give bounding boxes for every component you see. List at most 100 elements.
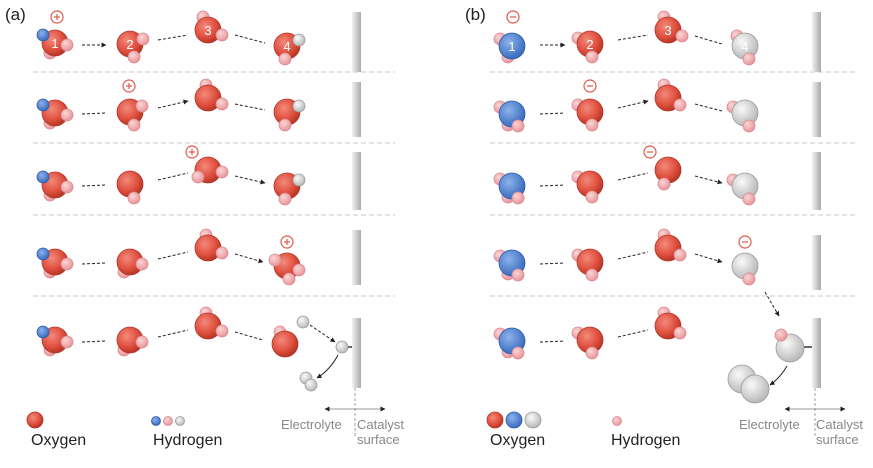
charge-marker (506, 10, 520, 24)
water-molecule (36, 98, 74, 130)
water-molecule (116, 98, 149, 132)
water-molecule: 2 (116, 30, 150, 64)
catalyst-line1-b: Catalyst (816, 417, 863, 432)
legend-hydrogen-label-a: Hydrogen (153, 432, 223, 449)
catalyst-wall (352, 152, 361, 210)
hydrogen-atom (215, 246, 229, 260)
water-molecule (194, 78, 229, 112)
gray-atom (740, 374, 770, 404)
transfer-arrow (234, 175, 266, 185)
water-molecule (116, 326, 149, 357)
legend-hydrogen-label-b: Hydrogen (611, 432, 681, 449)
blue-atom (505, 411, 523, 429)
water-molecule (654, 306, 687, 340)
catalyst-label-b: Catalyst surface (816, 417, 863, 447)
water-molecule: 1 (36, 28, 74, 60)
water-molecule (273, 98, 306, 132)
transfer-arrow (694, 175, 723, 185)
catalyst-wall (352, 230, 361, 285)
catalyst-wall (812, 82, 821, 137)
hydrogen-atom (612, 416, 622, 426)
hydrogen-atom (511, 268, 525, 282)
charge-marker (280, 235, 294, 249)
hydrogen-bond (617, 34, 649, 41)
legend (26, 411, 622, 429)
water-molecule (36, 170, 74, 202)
water-molecule: 2 (571, 30, 604, 64)
legend-oxygen-label-a: Oxygen (31, 432, 87, 449)
charge-marker (122, 79, 136, 93)
gray-atom (524, 411, 542, 429)
hydrogen-bond (539, 262, 566, 265)
catalyst-wall (812, 235, 821, 290)
hydrogen-atom (136, 32, 150, 46)
catalyst-wall (352, 12, 361, 72)
hydrogen-bond (157, 251, 189, 260)
gray-atom (292, 99, 306, 113)
water-molecule: 3 (654, 10, 689, 44)
water-molecule (273, 172, 306, 206)
hydrogen-atom (585, 190, 599, 204)
molecule-number: 2 (126, 37, 133, 52)
molecule-number: 3 (664, 23, 671, 38)
charge-marker (185, 145, 199, 159)
blue-atom (498, 32, 526, 60)
electrolyte-label-a: Electrolyte (281, 417, 342, 432)
hydrogen-atom (585, 346, 599, 360)
water-molecule (191, 156, 229, 184)
water-molecule (571, 248, 604, 282)
hydrogen-atom (742, 192, 756, 206)
transfer-arrow (617, 99, 649, 109)
hydrogen-bond (157, 34, 189, 41)
hydrogen-bond (539, 112, 566, 115)
water-molecule (268, 252, 306, 286)
catalyst-wall (352, 82, 361, 137)
hydrogen-atom (511, 119, 525, 133)
legend-oxygen-label-b: Oxygen (490, 432, 546, 449)
transfer-arrow (234, 253, 264, 264)
gray-atom (335, 340, 349, 354)
catalyst-line2-b: surface (816, 432, 859, 447)
water-molecule (493, 172, 526, 205)
blue-atom (36, 325, 50, 339)
water-molecule: 4 (273, 32, 306, 66)
water-molecule (571, 326, 604, 360)
water-molecule (571, 170, 604, 204)
desorption-arrow (769, 365, 788, 386)
hydrogen-atom (742, 272, 756, 286)
oxygen-atom (486, 411, 504, 429)
gray-atom (292, 173, 306, 187)
hydrogen-atom (585, 118, 599, 132)
water-molecule (493, 327, 526, 360)
water-molecule (654, 228, 687, 262)
catalyst-line2-a: surface (357, 432, 400, 447)
hydrogen-atom (282, 272, 296, 286)
hydrogen-atom (127, 50, 141, 64)
gray-atom (304, 378, 318, 392)
water-molecule (36, 325, 74, 357)
panel-b-label: (b) (465, 5, 486, 24)
hydrogen-atom (673, 248, 687, 262)
surface-hydrogen-adsorbate (774, 328, 805, 363)
catalyst-line1-a: Catalyst (357, 417, 404, 432)
water-molecule (36, 247, 74, 279)
hydrogen-atom (292, 263, 306, 277)
molecule-number: 4 (283, 39, 290, 54)
hydrogen-atom (215, 324, 229, 338)
molecule-number: 1 (51, 36, 58, 51)
water-molecule (194, 228, 229, 262)
hydrogen-atom (163, 416, 173, 426)
gray-atom (292, 33, 306, 47)
hydrogen-atom (135, 99, 149, 113)
hydrogen-atom (60, 180, 74, 194)
water-molecule (493, 249, 526, 282)
desorption-arrow (316, 354, 339, 379)
water-molecule (726, 172, 759, 206)
catalyst-wall (812, 152, 821, 210)
hydrogen-atom (127, 191, 141, 205)
hydrogen-atom (278, 52, 292, 66)
hydrogen-atom (657, 177, 671, 191)
blue-atom (36, 98, 50, 112)
hydrogen-bond (81, 184, 107, 187)
hydrogen-bond (617, 329, 649, 338)
